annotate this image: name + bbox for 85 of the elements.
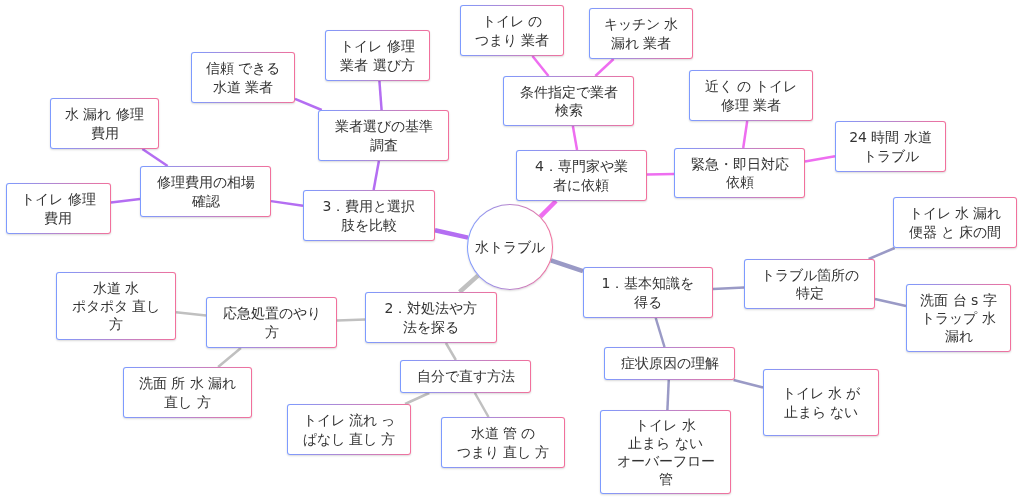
topic-box: [191, 52, 295, 103]
connector-line: [874, 297, 907, 308]
topic-label: 水道 水ポタポタ 直し方: [71, 278, 161, 334]
topic-label: 自分で直す方法: [416, 367, 515, 386]
topic-box: [600, 410, 731, 494]
topic-box: [318, 110, 449, 161]
topic-label: 3．費用と選択肢を比較: [322, 197, 416, 234]
connector-line: [538, 199, 558, 219]
connector-line: [444, 342, 457, 361]
topic-box: [893, 197, 1017, 248]
topic-label: 業者選びの基準調査: [334, 117, 433, 154]
topic-label: トイレ のつまり 業者: [474, 12, 550, 49]
topic-box: [206, 297, 337, 348]
connector-line: [733, 378, 764, 389]
topic-label: トイレ 修理費用: [21, 190, 96, 227]
topic-box: [503, 76, 634, 126]
topic-label: トイレ 水 漏れ便器 と 床の間: [908, 204, 1002, 241]
topic-box: [400, 360, 531, 393]
topic-label: 4．専門家や業者に依頼: [535, 157, 628, 194]
topic-label: 信頼 できる水道 業者: [205, 59, 281, 96]
topic-label: 水 漏れ 修理費用: [65, 105, 144, 142]
topic-box: [763, 369, 879, 436]
topic-label: 1．基本知識を得る: [601, 274, 695, 311]
topic-label: 水道 管 のつまり 直し 方: [456, 424, 550, 461]
topic-label: 緊急・即日対応依頼: [690, 154, 789, 192]
topic-label: 近く の トイレ修理 業者: [704, 77, 798, 114]
topic-label: トイレ 水止まら ないオーバーフロー管: [616, 415, 715, 489]
topic-box: [583, 267, 713, 318]
topic-box: [325, 30, 430, 81]
connector-line: [434, 228, 469, 240]
connector-line: [666, 379, 670, 411]
connector-line: [712, 286, 745, 291]
connector-line: [217, 347, 242, 368]
connector-line: [741, 120, 749, 149]
topic-box: [56, 272, 176, 340]
connector-line: [654, 317, 666, 348]
topic-box: [50, 98, 159, 149]
connector-line: [458, 273, 480, 294]
connector-line: [294, 97, 323, 112]
central-topic-circle: [467, 204, 553, 290]
topic-label: 24 時間 水道トラブル: [849, 128, 932, 165]
topic-label: キッチン 水漏れ 業者: [603, 15, 679, 52]
topic-label: 修理費用の相場確認: [156, 173, 255, 210]
topic-label: 症状原因の理解: [620, 354, 719, 373]
connector-line: [378, 80, 383, 111]
topic-label: トイレ 流れ っぱなし 直し 方: [302, 411, 396, 448]
topic-label: 水トラブル: [475, 237, 545, 257]
topic-box: [365, 292, 497, 343]
connector-line: [473, 392, 490, 418]
topic-box: [441, 417, 565, 468]
connector-line: [868, 246, 896, 261]
topic-label: トイレ 修理業者 選び方: [340, 37, 415, 74]
connector-line: [336, 318, 366, 322]
connector-line: [647, 172, 674, 176]
connector-line: [571, 125, 579, 151]
connector-line: [550, 258, 584, 274]
topic-label: トラブル箇所の特定: [760, 265, 859, 303]
topic-box: [835, 121, 946, 172]
topic-label: 条件指定で業者検索: [519, 82, 618, 120]
connector-line: [175, 311, 207, 317]
connector-line: [804, 155, 836, 163]
topic-label: 洗面 台 s 字トラップ 水漏れ: [920, 290, 997, 346]
topic-box: [303, 190, 435, 241]
topic-box: [604, 347, 735, 380]
topic-label: トイレ 水 が止まら ない: [781, 384, 861, 421]
connector-line: [531, 55, 550, 77]
topic-box: [906, 284, 1011, 352]
connector-line: [270, 199, 304, 208]
connector-line: [404, 391, 430, 406]
topic-label: 2．対処法や方法を探る: [384, 299, 478, 336]
topic-label: 洗面 所 水 漏れ直し 方: [138, 374, 237, 411]
connector-line: [594, 58, 615, 77]
topic-label: 応急処置のやり方: [222, 304, 321, 341]
connector-line: [372, 160, 381, 191]
topic-box: [460, 5, 564, 56]
topic-box: [674, 148, 805, 198]
topic-box: [140, 166, 271, 217]
topic-box: [6, 183, 111, 234]
topic-box: [123, 367, 252, 418]
topic-box: [287, 404, 411, 455]
topic-box: [689, 70, 813, 121]
connector-line: [110, 197, 141, 204]
topic-box: [744, 259, 875, 309]
topic-box: [516, 150, 647, 201]
topic-box: [589, 8, 693, 59]
